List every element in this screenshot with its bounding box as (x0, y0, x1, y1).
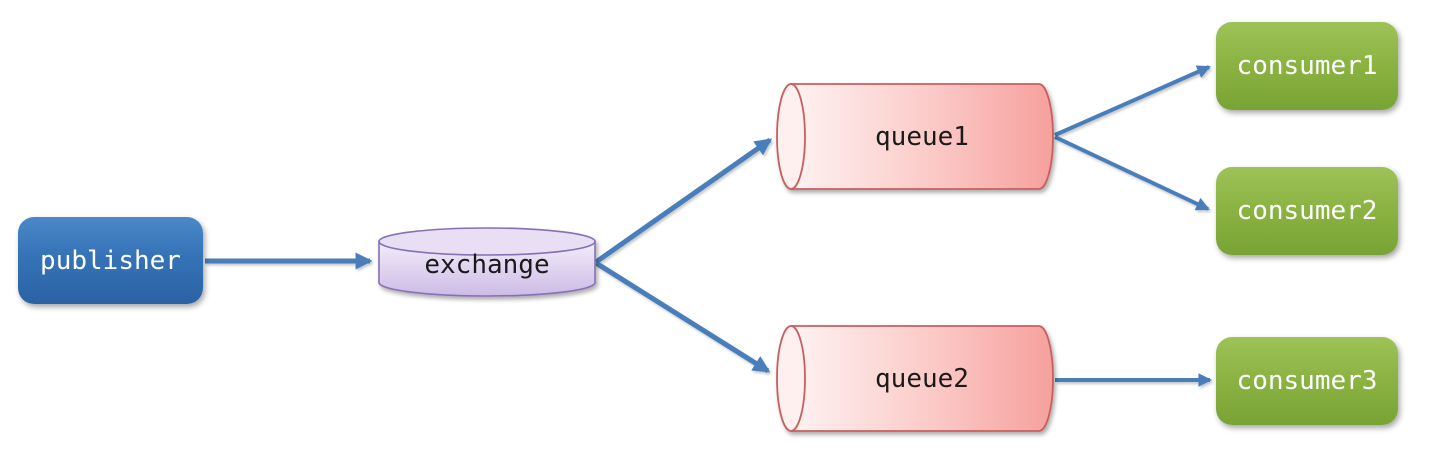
edge-queue1-consumer1 (1054, 65, 1211, 137)
node-publisher: publisher (18, 217, 203, 304)
node-queue1-label-box: queue1 (791, 83, 1053, 190)
node-consumer1-label: consumer1 (1236, 51, 1378, 81)
node-consumer3: consumer3 (1216, 337, 1398, 425)
exchange-cylinder-body (378, 240, 596, 297)
edge-queue1-consumer2 (1054, 135, 1210, 211)
queue1-cylinder-shape (776, 83, 1054, 190)
node-publisher-label: publisher (40, 245, 181, 276)
node-consumer3-label: consumer3 (1236, 366, 1378, 396)
exchange-cylinder-shape (378, 227, 596, 297)
node-consumer2-label: consumer2 (1236, 196, 1378, 226)
edge-layer (205, 65, 1213, 387)
queue1-cylinder-cap (776, 83, 806, 190)
node-exchange-label: exchange (424, 250, 550, 280)
queue2-cylinder-body (790, 325, 1054, 432)
queue2-cylinder-cap (776, 325, 806, 432)
node-queue2-label: queue2 (875, 363, 969, 394)
exchange-cylinder-top (378, 227, 596, 256)
queue1-cylinder-body (790, 83, 1054, 190)
edge-exchange-queue1 (594, 137, 773, 265)
node-exchange-label-box: exchange (378, 242, 596, 288)
node-consumer1: consumer1 (1216, 22, 1398, 110)
edge-exchange-queue2 (594, 260, 771, 374)
node-queue2-label-box: queue2 (791, 325, 1053, 432)
queue2-cylinder-shape (776, 325, 1054, 432)
node-queue1-label: queue1 (875, 121, 969, 152)
node-consumer2: consumer2 (1216, 167, 1398, 255)
